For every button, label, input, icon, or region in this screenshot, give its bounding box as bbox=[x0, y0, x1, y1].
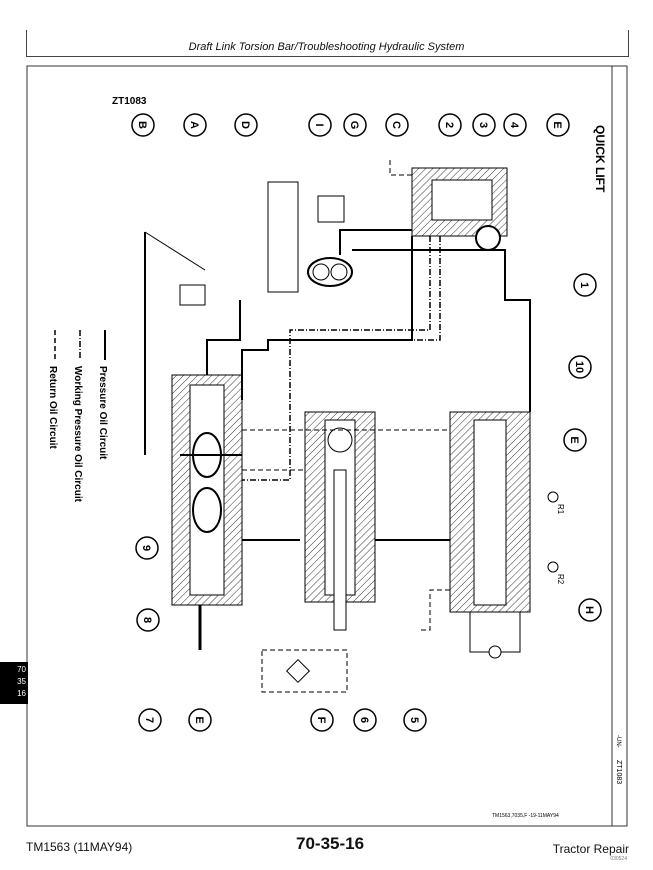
lift-cylinder bbox=[449, 411, 531, 659]
callout-H: H bbox=[578, 598, 602, 622]
section-tab: 70 35 16 bbox=[0, 662, 28, 704]
callout-5: 5 bbox=[403, 708, 427, 732]
callout-6: 6 bbox=[353, 708, 377, 732]
callout-G: G bbox=[343, 113, 367, 137]
figure-id: ZT1083 bbox=[112, 96, 147, 107]
working-lines bbox=[242, 236, 441, 481]
callout-D: D bbox=[234, 113, 258, 137]
callout-label: G bbox=[348, 121, 360, 130]
tab-line-2: 35 bbox=[17, 677, 26, 686]
callout-label: 3 bbox=[477, 122, 489, 128]
pump bbox=[267, 181, 353, 293]
callout-E: E bbox=[546, 113, 570, 137]
callout-label: C bbox=[390, 121, 402, 129]
callout-label: E bbox=[568, 436, 580, 443]
legend-return: Return Oil Circuit bbox=[47, 366, 58, 449]
callout-1: 1 bbox=[573, 273, 597, 297]
callout-label: D bbox=[239, 121, 251, 129]
callout-2: 2 bbox=[438, 113, 462, 137]
callout-label: 6 bbox=[358, 717, 370, 723]
callout-label: I bbox=[313, 123, 325, 126]
callout-7: 7 bbox=[138, 708, 162, 732]
callout-label: 4 bbox=[508, 122, 520, 129]
return-lines bbox=[242, 160, 450, 631]
quick-lift-title: QUICK LIFT bbox=[593, 125, 607, 193]
svg-text:R2: R2 bbox=[556, 574, 565, 585]
callout-label: B bbox=[136, 121, 148, 129]
legend: Pressure Oil Circuit Working Pressure Oi… bbox=[47, 330, 108, 503]
svg-text:R1: R1 bbox=[556, 504, 565, 515]
callout-label: 2 bbox=[443, 122, 455, 128]
legend-pressure: Pressure Oil Circuit bbox=[97, 366, 108, 460]
header-frame bbox=[26, 30, 629, 57]
callout-label: E bbox=[193, 716, 205, 723]
callout-label: 1 bbox=[578, 282, 590, 288]
figure-border bbox=[26, 65, 628, 827]
control-valve bbox=[171, 374, 243, 650]
callout-label: A bbox=[188, 121, 200, 129]
side-code: ZT1083 bbox=[615, 760, 622, 784]
filter bbox=[261, 649, 348, 693]
callout-label: 7 bbox=[143, 717, 155, 723]
callout-4: 4 bbox=[503, 113, 527, 137]
port-r2: R2 bbox=[547, 561, 565, 585]
legend-working: Working Pressure Oil Circuit bbox=[72, 366, 83, 503]
quick-lift-valve bbox=[411, 167, 508, 251]
callout-8: 8 bbox=[136, 608, 160, 632]
callout-label: H bbox=[583, 606, 595, 614]
callout-label: 9 bbox=[140, 545, 152, 551]
callout-label: 8 bbox=[141, 617, 153, 623]
callout-B: B bbox=[131, 113, 155, 137]
figure-ref: TM1563,7035,F -19-11MAY94 bbox=[492, 813, 559, 819]
callout-C: C bbox=[385, 113, 409, 137]
page-number: 70-35-16 bbox=[296, 834, 365, 853]
callout-3: 3 bbox=[472, 113, 496, 137]
callout-F: F bbox=[310, 708, 334, 732]
callout-E: E bbox=[188, 708, 212, 732]
callout-label: 10 bbox=[573, 361, 585, 373]
callout-label: F bbox=[315, 717, 327, 724]
callout-A: A bbox=[183, 113, 207, 137]
callout-9: 9 bbox=[135, 536, 159, 560]
pressure-lines bbox=[180, 229, 531, 541]
callout-E: E bbox=[563, 428, 587, 452]
lift-valve bbox=[304, 411, 376, 631]
tab-line-1: 70 bbox=[17, 665, 26, 674]
footer-manual-id: TM1563 (11MAY94) bbox=[26, 840, 133, 854]
callout-label: 5 bbox=[408, 717, 420, 723]
callout-I: I bbox=[308, 113, 332, 137]
tab-line-3: 16 bbox=[17, 689, 26, 698]
footer-title: Tractor Repair bbox=[552, 842, 629, 856]
side-mark: -UN- bbox=[615, 735, 621, 748]
callout-10: 10 bbox=[568, 355, 592, 379]
rockshaft-linkage bbox=[144, 231, 206, 455]
page-header-title: Draft Link Torsion Bar/Troubleshooting H… bbox=[188, 41, 465, 53]
port-r1: R1 bbox=[547, 491, 565, 515]
callout-label: E bbox=[551, 121, 563, 128]
footer-code: 030524 bbox=[610, 856, 627, 862]
